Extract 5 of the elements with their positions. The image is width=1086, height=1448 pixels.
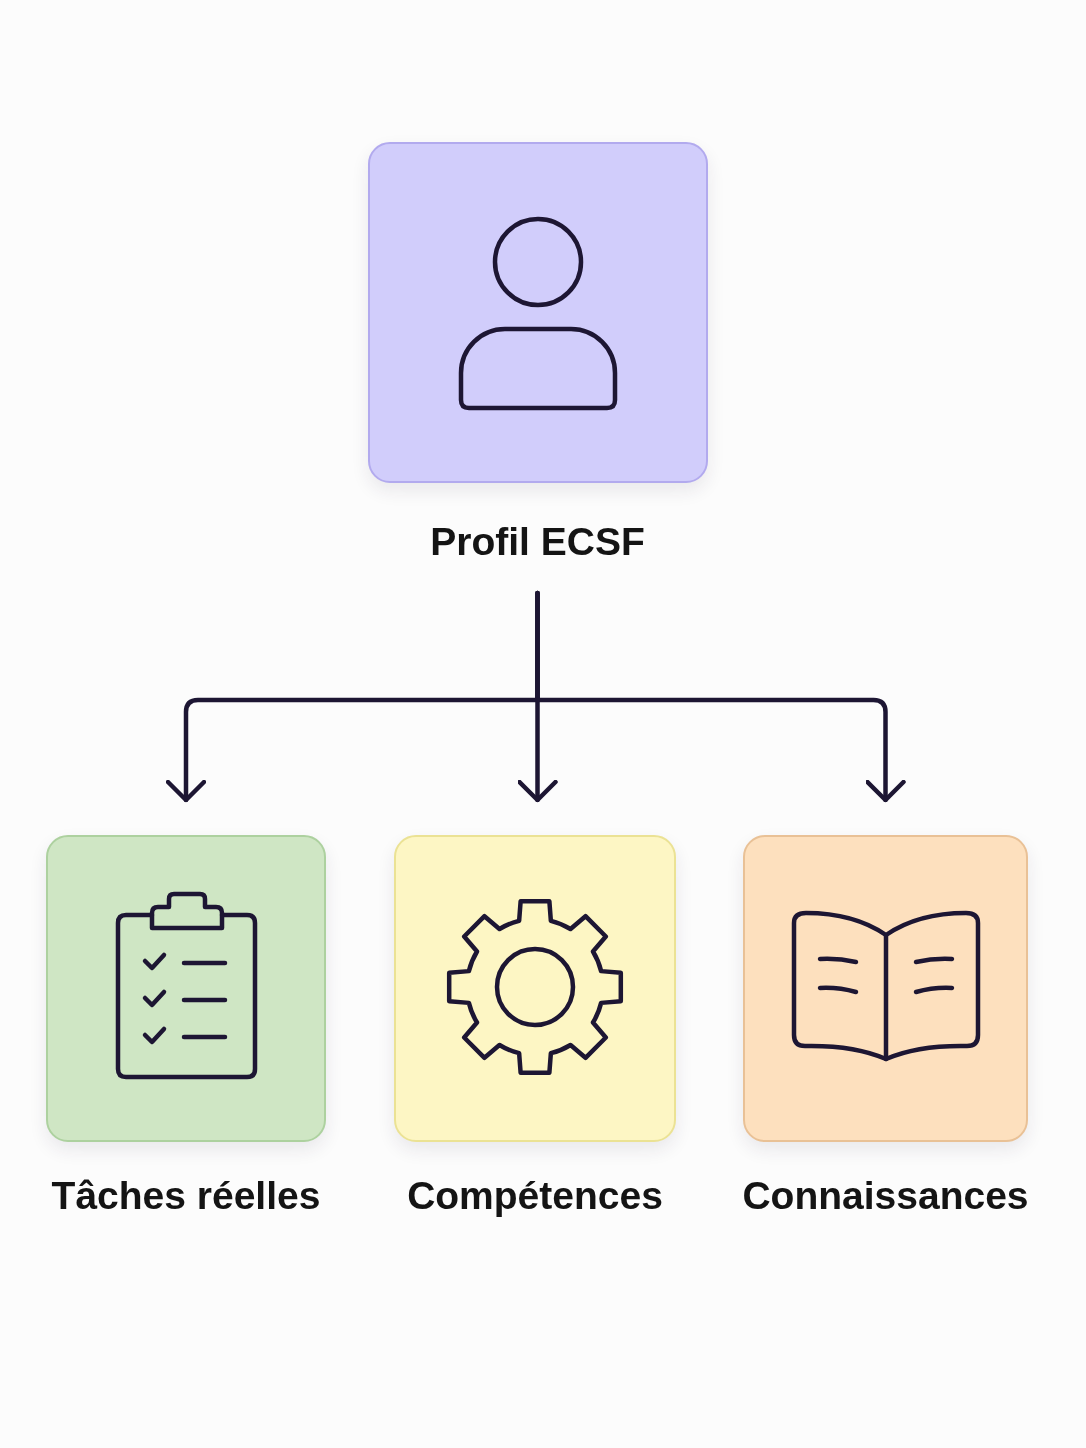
arrow [535,590,906,803]
node-label: Profil ECSF [430,519,645,565]
node-label: Compétences [407,1173,663,1219]
node-label: Tâches réelles [51,1173,321,1219]
node-label: Connaissances [742,1173,1029,1219]
